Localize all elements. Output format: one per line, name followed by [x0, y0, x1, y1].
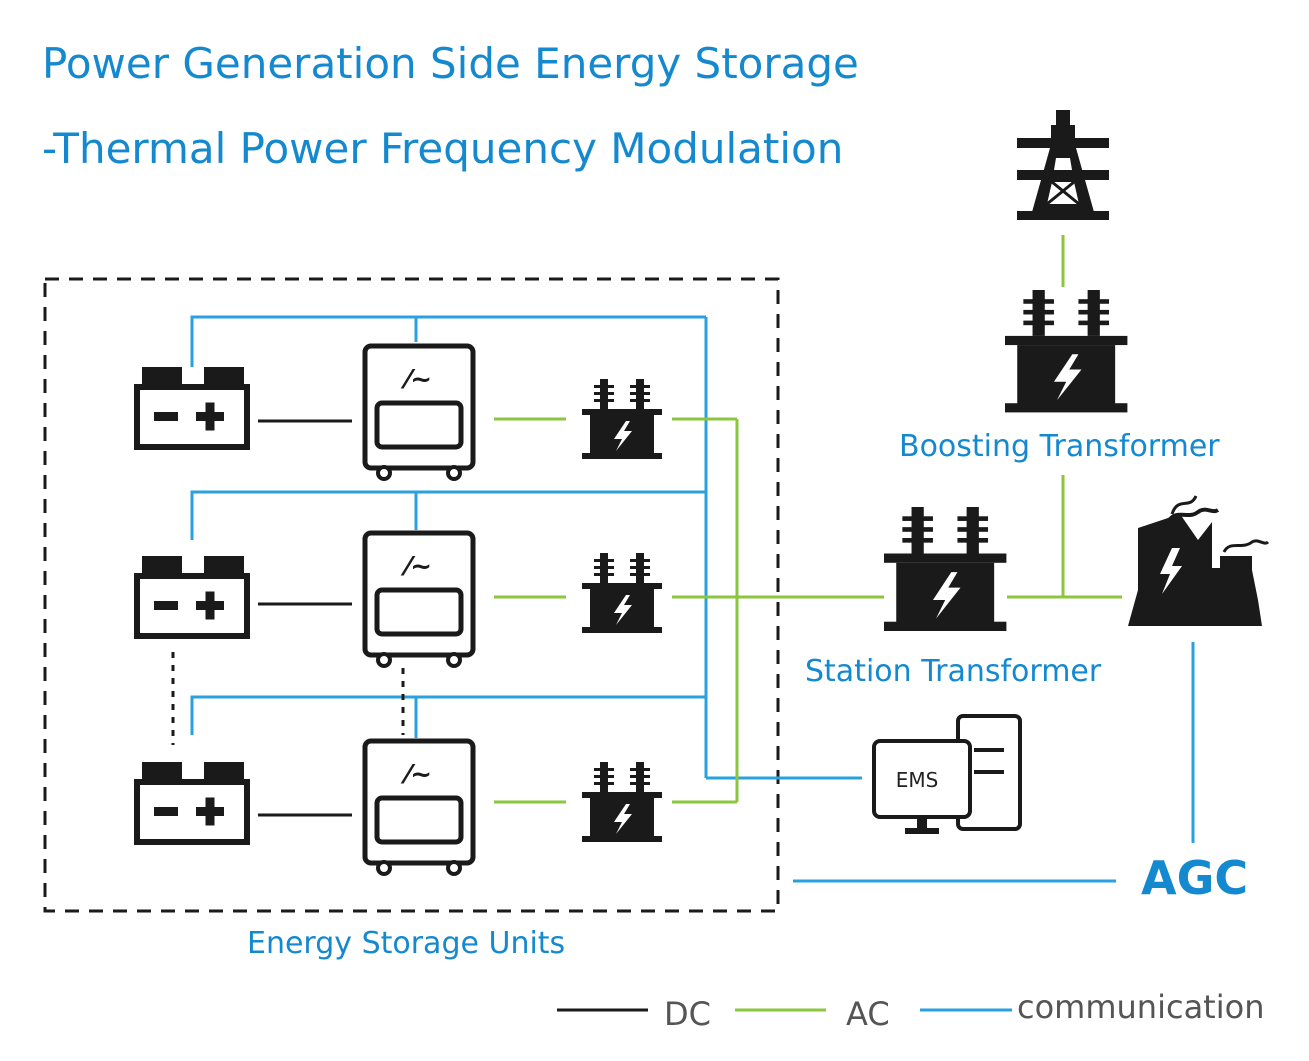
title-line-2: -Thermal Power Frequency Modulation: [42, 124, 843, 173]
ems-label: EMS: [896, 768, 939, 792]
pcs-inverter-icon: [365, 741, 473, 874]
power-plant-icon: [1128, 495, 1270, 626]
boosting-transformer-label: Boosting Transformer: [899, 429, 1220, 464]
legend-communication-label: communication: [1017, 988, 1264, 1026]
pcs-inverter-icon: [365, 533, 473, 666]
legend-dc-label: DC: [664, 995, 711, 1033]
communication-lines: [190, 315, 1195, 883]
transmission-tower-icon: [1017, 110, 1109, 220]
ems-computer-icon: [872, 714, 1022, 834]
transformer-icon: [582, 553, 662, 633]
dc-lines: [171, 419, 405, 817]
boosting-transformer-icon: [1005, 290, 1128, 413]
agc-label: AGC: [1141, 851, 1248, 905]
transformer-icon: [582, 379, 662, 459]
station-transformer-label: Station Transformer: [805, 654, 1102, 689]
battery-icon: [137, 762, 247, 842]
transformer-icon: [582, 762, 662, 842]
station-transformer-icon: [884, 507, 1007, 631]
battery-icon: [137, 367, 247, 447]
pcs-inverter-icon: [365, 346, 473, 479]
legend-ac-label: AC: [846, 995, 890, 1033]
battery-icon: [137, 556, 247, 636]
title-line-1: Power Generation Side Energy Storage: [42, 39, 859, 88]
energy-storage-units-label: Energy Storage Units: [247, 926, 565, 961]
energy-storage-units-boundary: [43, 277, 780, 913]
legend: DC AC communication: [557, 988, 1264, 1033]
ac-lines: [494, 235, 1122, 804]
